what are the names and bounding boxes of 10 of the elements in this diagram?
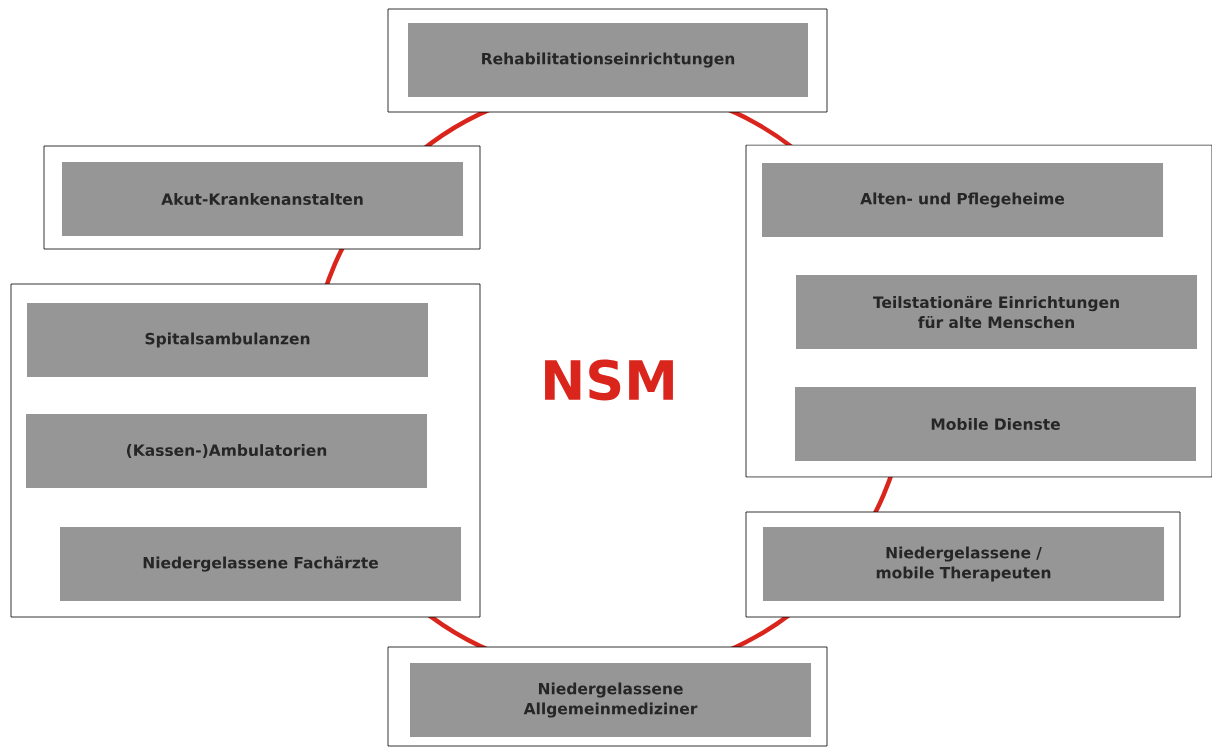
category-box: Rehabilitationseinrichtungen — [408, 23, 808, 97]
category-box: Mobile Dienste — [795, 387, 1196, 461]
category-box: Teilstationäre Einrichtungen für alte Menschen — [796, 275, 1197, 349]
category-box: Niedergelassene / mobile Therapeuten — [763, 527, 1164, 601]
category-box: Akut-Krankenanstalten — [62, 162, 463, 236]
category-box: Niedergelassene Fachärzte — [60, 527, 461, 601]
category-box: Spitalsambulanzen — [27, 303, 428, 377]
category-box: Niedergelassene Allgemeinmediziner — [410, 663, 811, 737]
category-box: Alten- und Pflegeheime — [762, 163, 1163, 237]
category-box: (Kassen-)Ambulatorien — [26, 414, 427, 488]
